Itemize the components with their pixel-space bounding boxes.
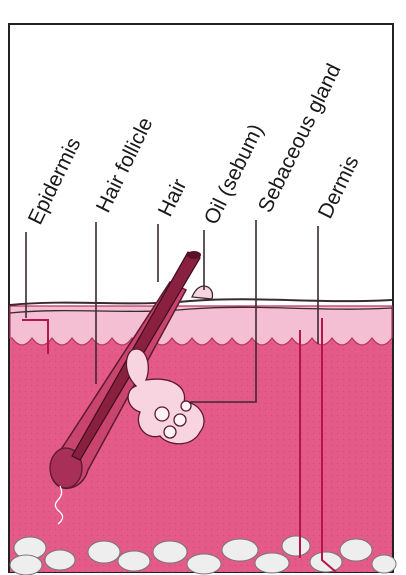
label-oil-sebum: Oil (sebum) — [200, 121, 268, 229]
label-epidermis: Epidermis — [24, 134, 86, 228]
label-dermis: Dermis — [314, 152, 364, 222]
sebum-deposit — [192, 286, 213, 299]
skin-surface — [10, 299, 392, 305]
label-hair: Hair — [154, 175, 192, 220]
epidermis-layer — [10, 306, 392, 345]
label-hair-follicle: Hair follicle — [92, 114, 158, 216]
